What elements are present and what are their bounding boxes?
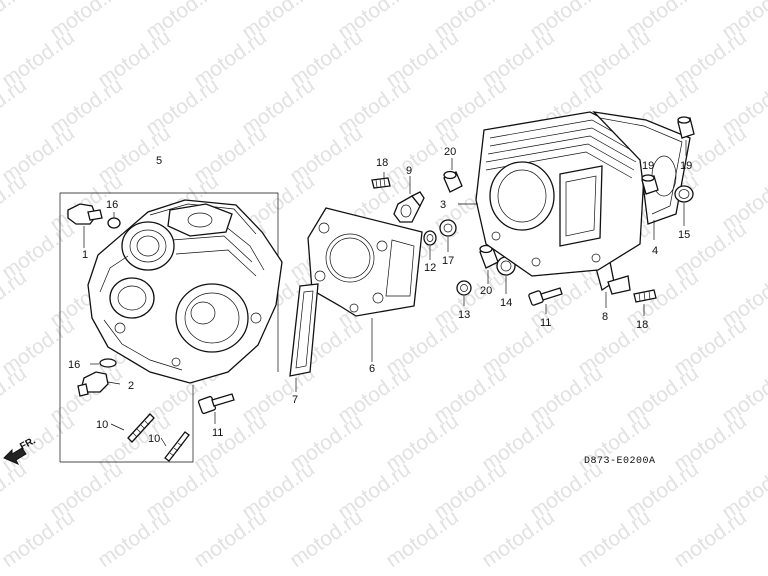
callout-17: 17 xyxy=(442,255,454,267)
small-parts xyxy=(371,158,657,316)
callout-12: 12 xyxy=(424,262,436,274)
part-12-bolt xyxy=(423,230,437,260)
callout-14: 14 xyxy=(500,297,512,309)
callout-18b: 18 xyxy=(636,319,648,331)
part-16-o-ring-top xyxy=(107,217,121,229)
watermark-text: motod.ru xyxy=(286,506,367,572)
watermark-text: motod.ru xyxy=(0,74,31,140)
part-2-plug xyxy=(77,371,121,397)
watermark-text: motod.ru xyxy=(0,362,31,428)
callout-19a: 19 xyxy=(642,160,654,172)
part-9-clamp xyxy=(393,176,425,223)
watermark-text: motod.ru xyxy=(0,266,31,332)
callout-18a: 18 xyxy=(376,157,388,169)
part-11-bolt-lower xyxy=(197,393,235,424)
cylinder-group xyxy=(458,111,695,277)
cylinder-head xyxy=(87,199,283,384)
watermark-text: motod.ru xyxy=(574,506,655,572)
watermark-text: motod.ru xyxy=(382,506,463,572)
cylinder-head-group xyxy=(59,192,283,463)
part-1-plug xyxy=(67,203,103,248)
gasket-group xyxy=(289,207,423,392)
part-7-gasket xyxy=(289,283,319,392)
callout-1: 1 xyxy=(82,249,88,261)
callout-labels: 1 2 3 4 5 6 7 8 9 10 10 11 11 12 13 14 1… xyxy=(68,146,692,445)
watermark-text: motod.ru xyxy=(0,458,31,524)
watermark-text: motod.ru xyxy=(0,0,31,44)
assembly-bracket-lower xyxy=(60,385,194,463)
watermark-text: motod.ru xyxy=(190,506,271,572)
callout-13: 13 xyxy=(458,309,470,321)
callout-7: 7 xyxy=(292,394,298,406)
part-10-stud-a xyxy=(110,413,155,443)
watermark-text: motod.ru xyxy=(0,506,79,572)
part-13-ring xyxy=(456,280,472,306)
callout-20b: 20 xyxy=(480,285,492,297)
callout-11b: 11 xyxy=(540,317,551,329)
callout-19b: 19 xyxy=(680,160,692,172)
callout-5: 5 xyxy=(156,155,162,167)
callout-4: 4 xyxy=(652,245,658,257)
callout-6: 6 xyxy=(369,363,375,375)
part-6-head-gasket xyxy=(307,207,423,362)
front-arrow-icon xyxy=(3,447,27,465)
part-8-bracket xyxy=(595,261,631,308)
part-17-washer xyxy=(439,219,457,252)
callout-16b: 16 xyxy=(68,359,80,371)
part-18-bolt-top xyxy=(371,172,391,189)
part-20-dowel-bottom xyxy=(479,244,499,284)
watermark-text: motod.ru xyxy=(478,506,559,572)
callout-9: 9 xyxy=(406,165,412,177)
callout-8: 8 xyxy=(602,311,608,323)
callout-3: 3 xyxy=(440,199,446,211)
diagram-code: D873-E0200A xyxy=(584,456,656,467)
part-18-bolt-right xyxy=(633,289,657,316)
part-19-dowel-top xyxy=(677,116,695,156)
part-15-o-ring xyxy=(674,185,694,226)
callout-11a: 11 xyxy=(212,427,223,439)
part-19-dowel-mid xyxy=(641,174,659,195)
cylinder-block xyxy=(475,111,691,277)
watermark-text: motod.ru xyxy=(0,170,31,236)
callout-2: 2 xyxy=(128,380,134,392)
part-20-dowel-top xyxy=(443,158,463,193)
callout-10a: 10 xyxy=(96,419,108,431)
callout-15: 15 xyxy=(678,229,690,241)
part-16-o-ring-bottom xyxy=(99,358,117,368)
callout-20a: 20 xyxy=(444,146,456,158)
callout-10b: 10 xyxy=(148,433,160,445)
watermark-text: motod.ru xyxy=(94,506,175,572)
part-10-stud-b xyxy=(160,431,190,462)
callout-16a: 16 xyxy=(106,199,118,211)
watermark-text: motod.ru xyxy=(670,506,751,572)
part-11-bolt-right xyxy=(528,287,563,314)
